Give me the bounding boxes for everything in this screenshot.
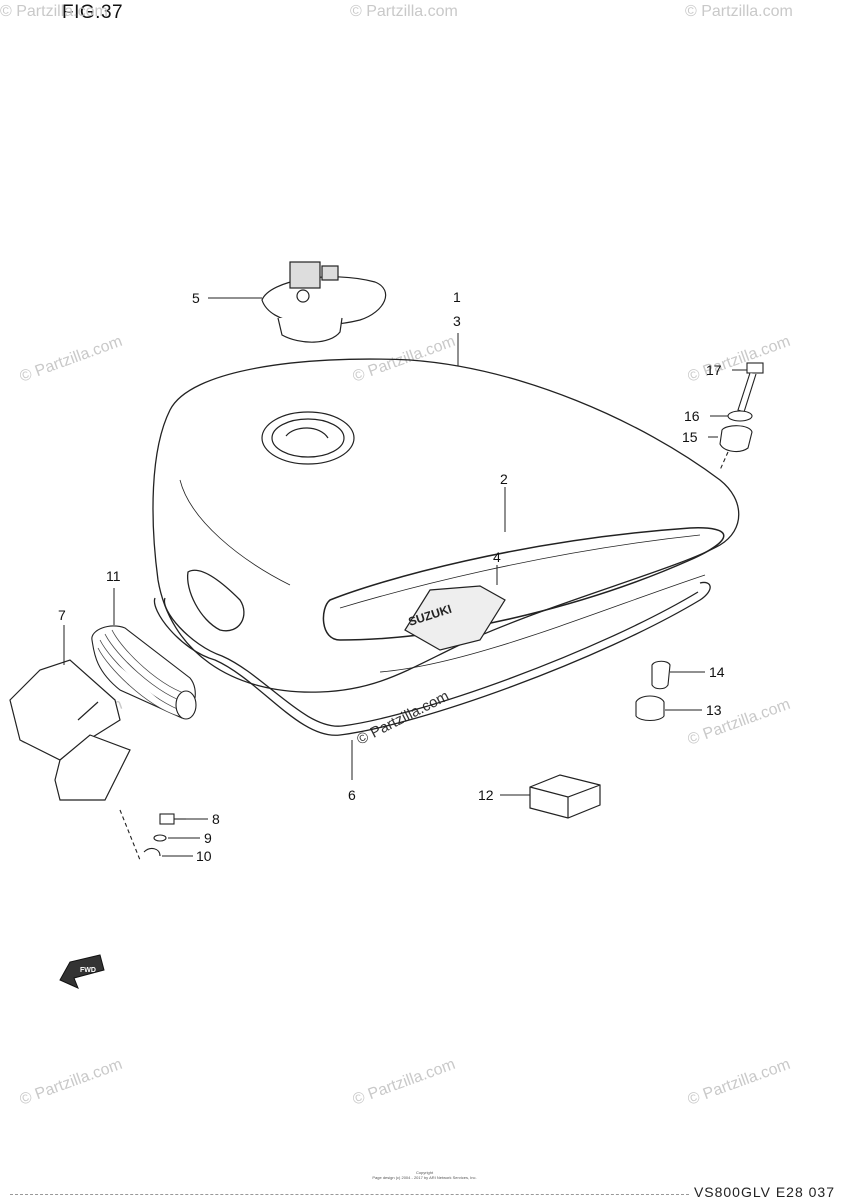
cushion-rubber [91, 625, 197, 720]
watermark: © Partzilla.com [18, 1056, 125, 1109]
callout-13: 13 [706, 702, 722, 718]
callout-14: 14 [709, 664, 725, 680]
mounting-bracket [9, 659, 131, 801]
rubber-block [529, 774, 601, 819]
cushion-13-14 [635, 660, 671, 722]
callout-3: 3 [453, 313, 461, 329]
callout-12: 12 [478, 787, 494, 803]
callout-8: 8 [212, 811, 220, 827]
callout-9: 9 [204, 830, 212, 846]
watermark: © Partzilla.com [350, 3, 458, 20]
watermark-center: © Partzilla.com [354, 688, 452, 749]
callout-11: 11 [106, 568, 121, 584]
copyright-line-2: Page design (c) 2004 - 2017 by ARI Netwo… [372, 1175, 477, 1180]
fwd-label: FWD [80, 967, 96, 974]
tank-cushion-strip [153, 569, 711, 736]
callout-5: 5 [192, 290, 200, 306]
watermark-group: © Partzilla.com © Partzilla.com © Partzi… [0, 3, 793, 1109]
callout-2: 2 [500, 471, 508, 487]
callouts: 1 3 2 4 5 6 7 8 9 10 11 12 13 14 15 16 1… [58, 289, 725, 864]
bolt-assembly [119, 809, 186, 861]
callout-10: 10 [196, 848, 212, 864]
watermark: © Partzilla.com [686, 1056, 793, 1109]
tank-rear-bolt [719, 362, 764, 471]
fuel-tank [152, 358, 740, 693]
watermark: © Partzilla.com [685, 3, 793, 20]
diagram-code: VS800GLV E28 037 [693, 1184, 835, 1200]
watermark: © Partzilla.com [0, 3, 108, 20]
callout-7: 7 [58, 607, 66, 623]
leader-lines [63, 297, 747, 857]
footer-copyright: Copyright Page design (c) 2004 - 2017 by… [0, 1170, 849, 1180]
forward-arrow: FWD [59, 954, 105, 989]
watermark: © Partzilla.com [18, 333, 125, 386]
callout-16: 16 [684, 408, 700, 424]
watermark: © Partzilla.com [686, 696, 793, 749]
fuel-cap [261, 261, 387, 343]
watermark: © Partzilla.com [351, 1056, 458, 1109]
tank-emblem: SUZUKI [404, 585, 506, 651]
callout-15: 15 [682, 429, 698, 445]
callout-1: 1 [453, 289, 461, 305]
watermark: © Partzilla.com [686, 333, 793, 386]
footer-divider [10, 1194, 689, 1195]
copyright-line-1: Copyright [415, 1170, 434, 1175]
callout-4: 4 [493, 549, 501, 565]
callout-6: 6 [348, 787, 356, 803]
callout-17: 17 [706, 362, 722, 378]
figure-title: FIG.37 [62, 2, 124, 23]
filler-neck [261, 411, 355, 465]
